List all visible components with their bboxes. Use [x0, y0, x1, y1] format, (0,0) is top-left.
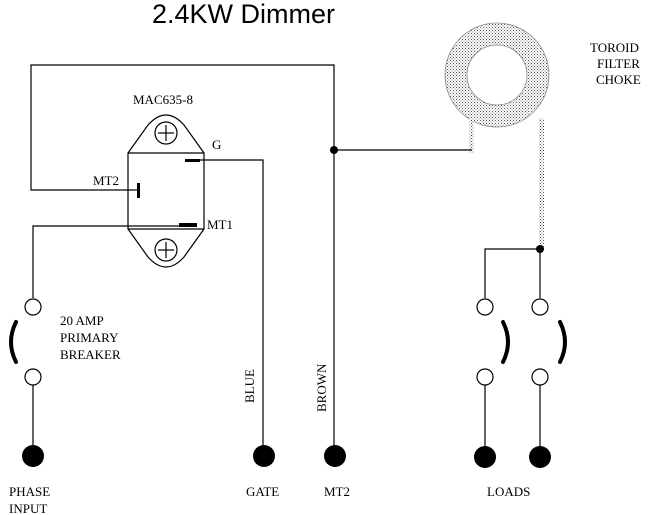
- toroid-choke-icon: [444, 22, 550, 248]
- load-switch: [531, 298, 567, 446]
- breaker-label-line3: BREAKER: [60, 347, 121, 362]
- load-bus-wire: [484, 248, 540, 298]
- choke-label-line1: TOROID: [590, 40, 639, 55]
- mt1-wire: [32, 225, 181, 298]
- triac-pin-mt1-label: MT1: [207, 217, 233, 232]
- gate-terminal: [253, 445, 275, 467]
- phase-terminal: [22, 445, 44, 467]
- mt2-terminal-label: MT2: [324, 484, 350, 499]
- mt2-loop-wire: [30, 64, 335, 191]
- breaker-label-line2: PRIMARY: [60, 330, 119, 345]
- mounting-screw-icon: [154, 121, 178, 145]
- breaker-label-line1: 20 AMP: [60, 313, 104, 328]
- mt2-pin: [137, 183, 140, 198]
- triac-package: [127, 114, 205, 268]
- gate-terminal-label: GATE: [246, 484, 279, 499]
- blue-wire: [200, 159, 264, 452]
- triac-pin-g-label: G: [212, 137, 221, 152]
- phase-input-label-line1: PHASE: [9, 484, 50, 499]
- load-terminal: [529, 446, 551, 468]
- phase-input-label-line2: INPUT: [9, 501, 47, 515]
- triac-pin-mt2-label: MT2: [93, 173, 119, 188]
- gate-pin: [185, 159, 200, 162]
- choke-label-line2: FILTER: [597, 56, 640, 71]
- blue-wire-label: BLUE: [242, 369, 257, 403]
- brown-wire-label: BROWN: [314, 363, 329, 412]
- load-switch: [476, 298, 510, 446]
- mounting-screw-icon: [154, 238, 178, 262]
- choke-label-line3: CHOKE: [596, 72, 641, 87]
- triac-part-label: MAC635-8: [133, 92, 193, 107]
- loads-terminal-label: LOADS: [487, 484, 530, 499]
- mt1-pin: [179, 223, 197, 227]
- load-terminal: [474, 446, 496, 468]
- primary-breaker: [9, 298, 42, 446]
- mt2-terminal: [324, 445, 346, 467]
- diagram-title: 2.4KW Dimmer: [152, 0, 335, 29]
